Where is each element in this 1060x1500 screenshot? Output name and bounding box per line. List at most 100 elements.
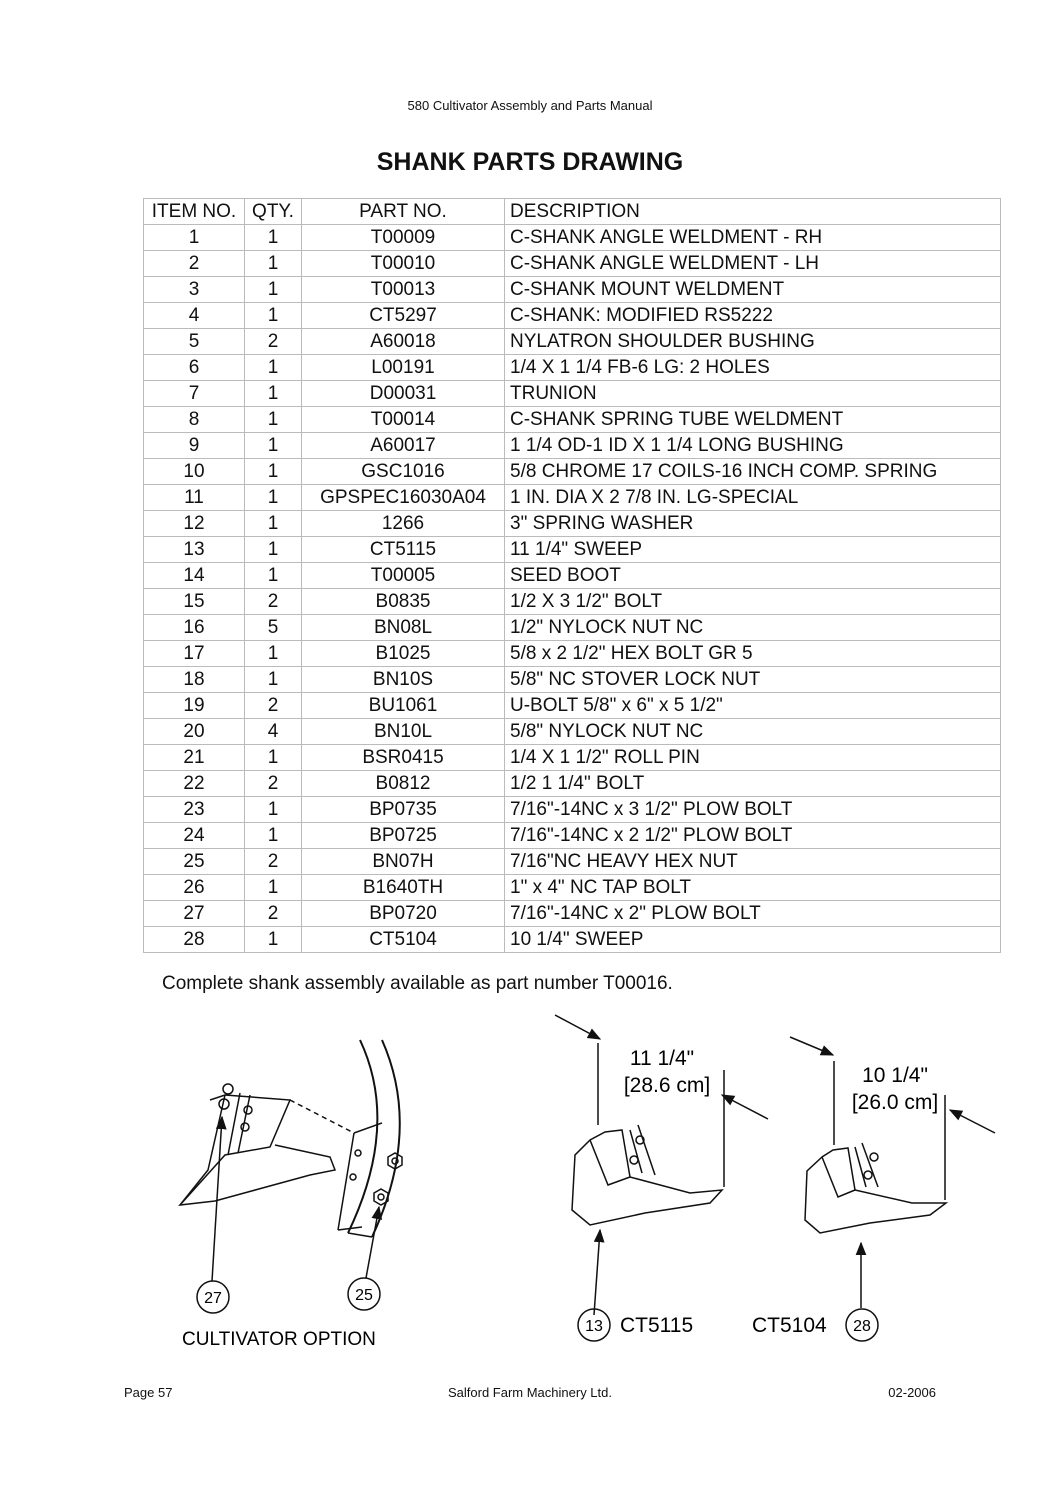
cell-qty: 1 xyxy=(244,796,302,823)
sweep-ct5115-illustration xyxy=(554,1014,769,1342)
cell-qty: 1 xyxy=(244,250,302,277)
cell-qty: 1 xyxy=(244,432,302,459)
cell-item-no: 25 xyxy=(143,848,245,875)
cell-description: C-SHANK ANGLE WELDMENT - LH xyxy=(504,250,1001,277)
cell-item-no: 9 xyxy=(143,432,245,459)
cell-item-no: 15 xyxy=(143,588,245,615)
column-header-qty: QTY. xyxy=(244,198,302,225)
cell-part-no: L00191 xyxy=(301,354,505,381)
cell-description: 7/16"-14NC x 2" PLOW BOLT xyxy=(504,900,1001,927)
cell-part-no: T00005 xyxy=(301,562,505,589)
cell-qty: 2 xyxy=(244,770,302,797)
cell-item-no: 16 xyxy=(143,614,245,641)
sweep-ct5115-label: CT5115 xyxy=(620,1314,693,1337)
cell-qty: 1 xyxy=(244,354,302,381)
cell-qty: 1 xyxy=(244,926,302,953)
cell-description: 7/16"NC HEAVY HEX NUT xyxy=(504,848,1001,875)
cell-description: 7/16"-14NC x 2 1/2" PLOW BOLT xyxy=(504,822,1001,849)
assembly-note: Complete shank assembly available as par… xyxy=(162,973,673,994)
cell-description: C-SHANK SPRING TUBE WELDMENT xyxy=(504,406,1001,433)
cell-description: 3" SPRING WASHER xyxy=(504,510,1001,537)
cell-part-no: D00031 xyxy=(301,380,505,407)
cell-part-no: GSC1016 xyxy=(301,458,505,485)
cell-description: TRUNION xyxy=(504,380,1001,407)
cell-part-no: 1266 xyxy=(301,510,505,537)
cell-qty: 1 xyxy=(244,484,302,511)
callout-13: 13 xyxy=(585,1318,603,1335)
cell-part-no: BN07H xyxy=(301,848,505,875)
sweep-ct5104-dim-cm: [26.0 cm] xyxy=(852,1091,938,1114)
cell-part-no: B0812 xyxy=(301,770,505,797)
cell-qty: 1 xyxy=(244,458,302,485)
table-header-row: ITEM NO. QTY. PART NO. DESCRIPTION xyxy=(143,198,1001,225)
cell-part-no: T00009 xyxy=(301,224,505,251)
shank-drawing: 27 25 CULTIVATOR OPTION 11 1/4" [28.6 cm… xyxy=(178,1014,996,1350)
cell-qty: 1 xyxy=(244,666,302,693)
cell-item-no: 3 xyxy=(143,276,245,303)
cell-item-no: 21 xyxy=(143,744,245,771)
sweep-ct5115-dim-in: 11 1/4" xyxy=(630,1047,694,1070)
cell-qty: 1 xyxy=(244,276,302,303)
cell-qty: 2 xyxy=(244,692,302,719)
cell-part-no: BN10S xyxy=(301,666,505,693)
cell-part-no: T00013 xyxy=(301,276,505,303)
cell-description: 1" x 4" NC TAP BOLT xyxy=(504,874,1001,901)
cell-qty: 1 xyxy=(244,510,302,537)
cell-item-no: 22 xyxy=(143,770,245,797)
cultivator-option-illustration xyxy=(178,1039,403,1314)
cell-qty: 2 xyxy=(244,900,302,927)
cell-qty: 1 xyxy=(244,562,302,589)
cell-description: 5/8" NYLOCK NUT NC xyxy=(504,718,1001,745)
cell-item-no: 17 xyxy=(143,640,245,667)
cell-part-no: BP0720 xyxy=(301,900,505,927)
cell-item-no: 4 xyxy=(143,302,245,329)
cell-item-no: 28 xyxy=(143,926,245,953)
callout-28: 28 xyxy=(853,1318,871,1335)
column-header-description: DESCRIPTION xyxy=(504,198,1001,225)
cell-part-no: BU1061 xyxy=(301,692,505,719)
cell-part-no: B1640TH xyxy=(301,874,505,901)
cell-description: 11 1/4" SWEEP xyxy=(504,536,1001,563)
cell-description: U-BOLT 5/8" x 6" x 5 1/2" xyxy=(504,692,1001,719)
sweep-ct5104-illustration xyxy=(789,1036,996,1342)
footer-page-number: Page 57 xyxy=(124,1385,173,1400)
cell-item-no: 6 xyxy=(143,354,245,381)
cell-part-no: CT5297 xyxy=(301,302,505,329)
cell-qty: 1 xyxy=(244,224,302,251)
cell-part-no: A60018 xyxy=(301,328,505,355)
footer-date: 02-2006 xyxy=(888,1385,936,1400)
cell-qty: 5 xyxy=(244,614,302,641)
cell-item-no: 10 xyxy=(143,458,245,485)
cell-item-no: 2 xyxy=(143,250,245,277)
cell-part-no: BP0735 xyxy=(301,796,505,823)
cell-part-no: B1025 xyxy=(301,640,505,667)
cell-description: 1/4 X 1 1/2" ROLL PIN xyxy=(504,744,1001,771)
cell-qty: 2 xyxy=(244,848,302,875)
callout-27: 27 xyxy=(204,1290,222,1307)
cell-part-no: B0835 xyxy=(301,588,505,615)
cell-description: 5/8" NC STOVER LOCK NUT xyxy=(504,666,1001,693)
running-header: 580 Cultivator Assembly and Parts Manual xyxy=(407,98,653,113)
sweep-ct5104-dim-in: 10 1/4" xyxy=(862,1064,928,1087)
cell-item-no: 14 xyxy=(143,562,245,589)
cell-item-no: 20 xyxy=(143,718,245,745)
sweep-ct5104-label: CT5104 xyxy=(752,1314,827,1337)
cell-description: 5/8 CHROME 17 COILS-16 INCH COMP. SPRING xyxy=(504,458,1001,485)
